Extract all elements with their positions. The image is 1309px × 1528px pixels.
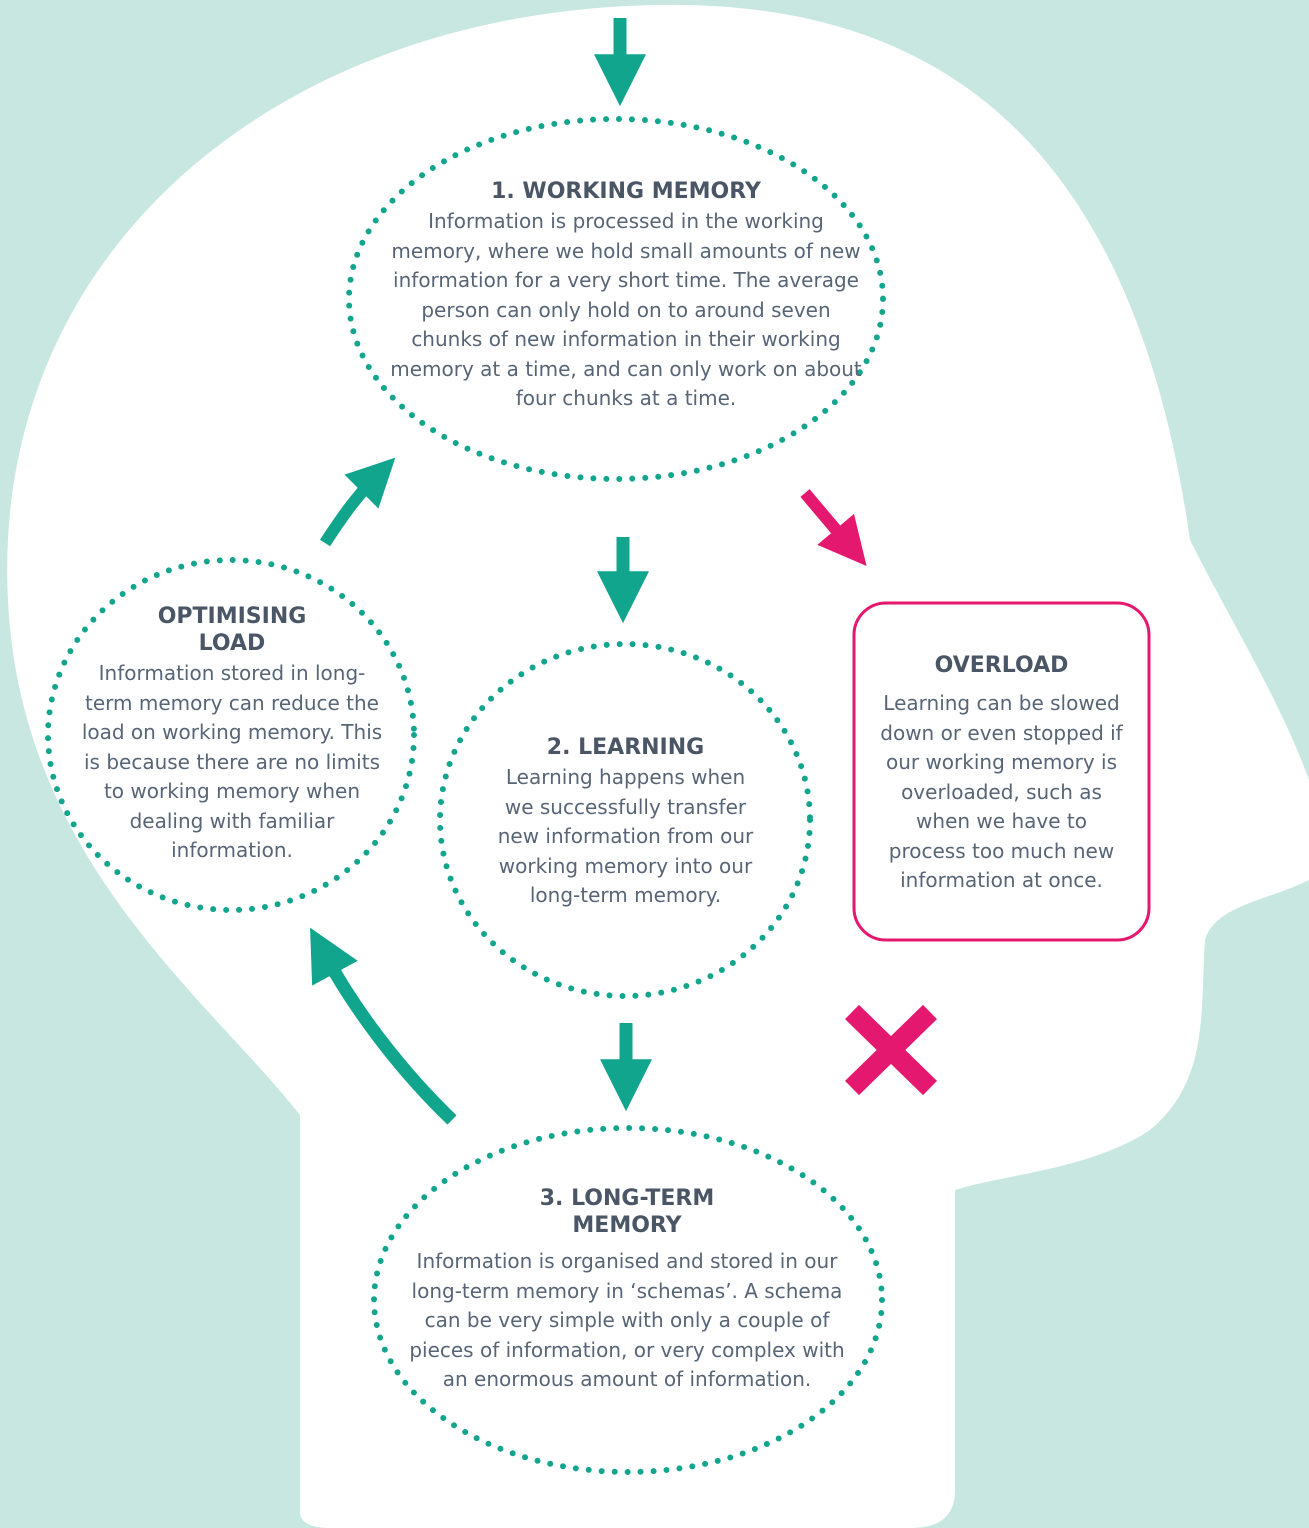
long-term-memory-outline [371,1125,885,1475]
arrow-long-term-to-optimising [310,927,457,1125]
learning-node: 2. LEARNING Learning happens when we suc… [484,734,767,911]
long-term-memory-node: 3. LONG-TERM MEMORY Information is organ… [402,1185,852,1395]
working-memory-node: 1. WORKING MEMORY Information is process… [380,178,872,414]
long-term-memory-title: 3. LONG-TERM MEMORY [539,1186,715,1238]
long-term-memory-text: Information is organised and stored in o… [409,1249,845,1391]
working-memory-outline [346,116,886,482]
learning-text: Learning happens when we successfully tr… [497,765,754,907]
learning-outline [437,641,813,999]
overload-node: OVERLOAD Learning can be slowed down or … [868,652,1135,896]
working-memory-text: Information is processed in the working … [390,209,862,410]
head-silhouette [7,4,1309,1528]
optimising-load-title: OPTIMISING LOAD [157,604,307,656]
overload-title: OVERLOAD [934,653,1069,678]
blocked-x-icon [845,1004,937,1096]
optimising-load-outline [45,557,417,913]
arrow-working-to-overload [800,489,867,567]
overload-text: Learning can be slowed down or even stop… [880,691,1123,892]
learning-title: 2. LEARNING [546,735,705,760]
overload-outline [852,601,1151,942]
optimising-load-node: OPTIMISING LOAD Information stored in lo… [72,603,392,866]
optimising-load-text: Information stored in long-term memory c… [81,661,383,862]
working-memory-title: 1. WORKING MEMORY [491,179,761,204]
arrow-optimising-to-working [319,457,396,547]
